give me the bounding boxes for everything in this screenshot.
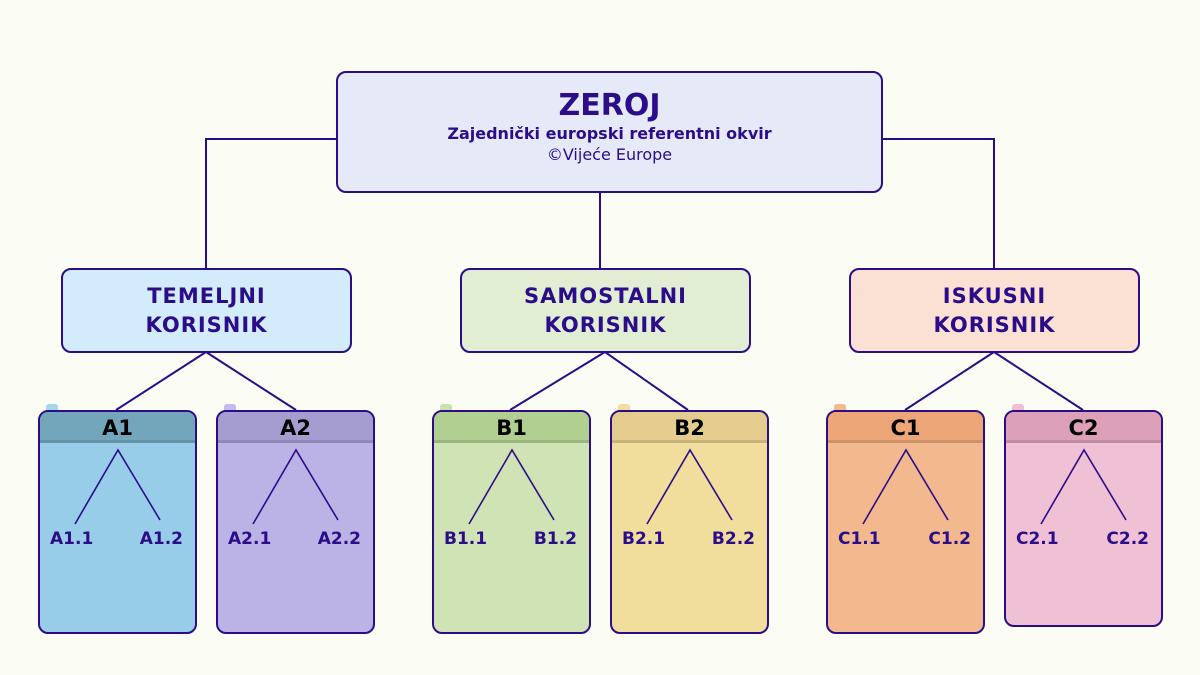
root-title: ZEROJ bbox=[558, 88, 661, 123]
level-card-a2: A2 A2.1 A2.2 bbox=[216, 410, 375, 634]
group-label-line2: KORISNIK bbox=[933, 312, 1056, 337]
card-tab-icon bbox=[834, 404, 846, 414]
group-temeljni-korisnik: TEMELJNI KORISNIK bbox=[61, 268, 352, 353]
sublevel-label: A2.2 bbox=[317, 529, 361, 549]
card-tab-icon bbox=[618, 404, 630, 414]
level-tree-lines bbox=[252, 448, 339, 525]
sublevel-label: A2.1 bbox=[228, 529, 272, 549]
level-tree-lines bbox=[74, 448, 161, 525]
sublevel-label: C1.2 bbox=[928, 529, 971, 549]
level-header: B2 bbox=[612, 412, 767, 443]
level-header: B1 bbox=[434, 412, 589, 443]
level-tree-lines bbox=[1040, 448, 1127, 525]
sublevel-label: B1.1 bbox=[444, 529, 488, 549]
sublevel-label: C2.2 bbox=[1106, 529, 1149, 549]
card-tab-icon bbox=[224, 404, 236, 414]
level-header: C2 bbox=[1006, 412, 1161, 443]
root-copyright: ©Vijeće Europe bbox=[546, 145, 673, 164]
card-tab-icon bbox=[440, 404, 452, 414]
group-label-line1: TEMELJNI bbox=[147, 283, 266, 308]
group-iskusni-korisnik: ISKUSNI KORISNIK bbox=[849, 268, 1140, 353]
level-card-b1: B1 B1.1 B1.2 bbox=[432, 410, 591, 634]
level-header: A1 bbox=[40, 412, 195, 443]
card-tab-icon bbox=[46, 404, 58, 414]
level-tree-lines bbox=[862, 448, 949, 525]
group-samostalni-korisnik: SAMOSTALNI KORISNIK bbox=[460, 268, 751, 353]
sublevel-label: C2.1 bbox=[1016, 529, 1059, 549]
group-label-line2: KORISNIK bbox=[145, 312, 268, 337]
sublevel-label: C1.1 bbox=[838, 529, 881, 549]
sublevel-label: A1.2 bbox=[139, 529, 183, 549]
group-label-line1: ISKUSNI bbox=[942, 283, 1047, 308]
root-subtitle: Zajednički europski referentni okvir bbox=[447, 124, 772, 143]
sublevel-label: B1.2 bbox=[533, 529, 577, 549]
root-node: ZEROJ Zajednički europski referentni okv… bbox=[336, 71, 883, 193]
sublevel-label: A1.1 bbox=[50, 529, 94, 549]
sublevel-label: B2.1 bbox=[622, 529, 666, 549]
level-header: C1 bbox=[828, 412, 983, 443]
level-card-c1: C1 C1.1 C1.2 bbox=[826, 410, 985, 634]
group-label-line1: SAMOSTALNI bbox=[524, 283, 687, 308]
level-header: A2 bbox=[218, 412, 373, 443]
level-tree-lines bbox=[646, 448, 733, 525]
group-label-line2: KORISNIK bbox=[544, 312, 667, 337]
card-tab-icon bbox=[1012, 404, 1024, 414]
level-tree-lines bbox=[468, 448, 555, 525]
level-card-b2: B2 B2.1 B2.2 bbox=[610, 410, 769, 634]
level-card-c2: C2 C2.1 C2.2 bbox=[1004, 410, 1163, 627]
level-card-a1: A1 A1.1 A1.2 bbox=[38, 410, 197, 634]
sublevel-label: B2.2 bbox=[711, 529, 755, 549]
